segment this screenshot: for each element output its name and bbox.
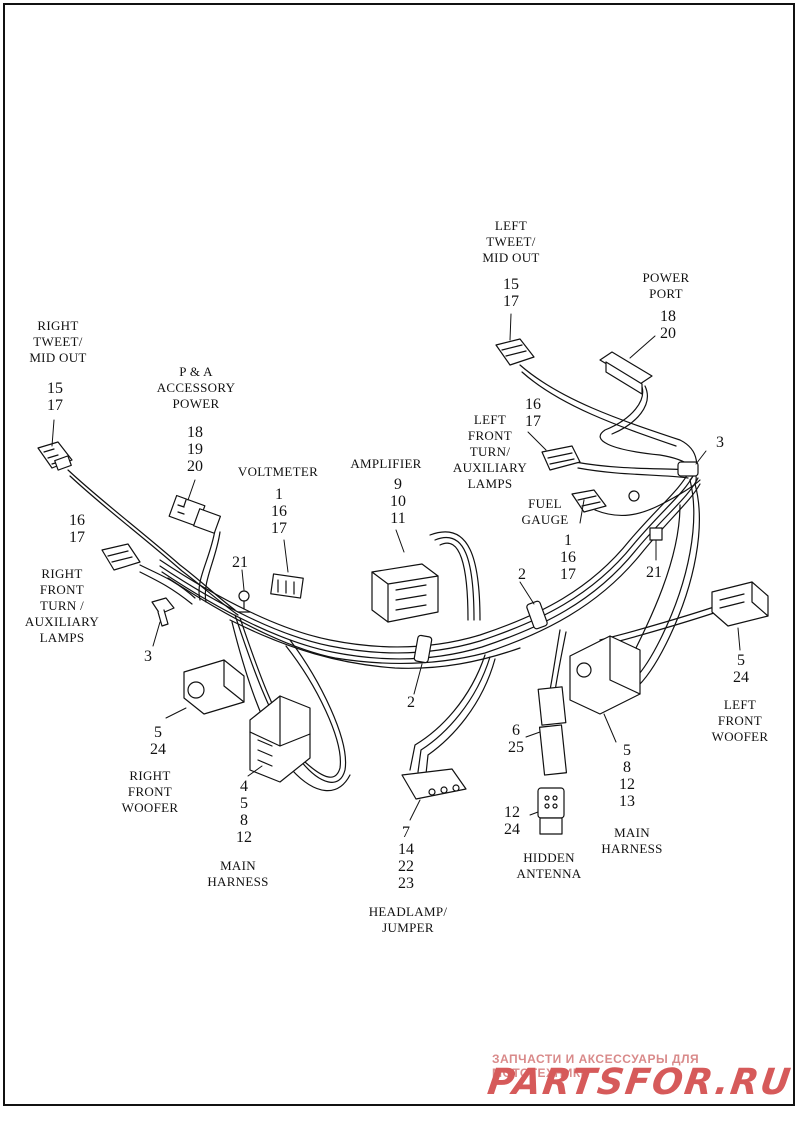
hidden-antenna-connector [537,787,565,835]
amplifier-label: AMPLIFIER [350,456,422,471]
left-front-turn-connector [541,445,581,471]
right-turn-wire [139,564,196,605]
main-harness-trunk [159,469,701,669]
main-harness-right-connector [569,635,641,715]
watermark-logo: PARTSFOR.RU [485,1062,795,1103]
left-clip-3 [151,597,175,627]
amplifier-wire [429,531,481,621]
right-retainer-21 [628,490,663,541]
watermark-tagline: ЗАПЧАСТИ И АКСЕССУАРЫ ДЛЯ МОТОТЕХНИКИ [492,1052,700,1080]
pa-power-connector [168,494,222,534]
amplifier-connector [371,563,439,623]
callout-21-left: 21 [232,554,248,571]
right-tweet-connector [37,441,73,471]
left-woofer-connector [711,581,769,627]
headlamp-connector [401,768,467,800]
left-tweet-connector [495,338,535,366]
callout-3-right: 3 [716,434,724,451]
voltmeter-connector [270,573,304,599]
right-woofer-connector [183,659,245,715]
main-harness-left-connector [249,695,311,783]
leader-lines [51,313,741,821]
center-clip-2b [526,600,548,630]
right-tweet-wire [67,469,239,616]
callout-2-center: 2 [518,566,526,583]
callout-2-bottom: 2 [407,694,415,711]
right-clip-3 [677,461,699,477]
fuel-gauge-connector [571,489,607,513]
center-clip-2a [413,634,433,664]
callout-3-left: 3 [144,648,152,665]
headlamp-wires [409,654,496,775]
drawing-frame [3,3,795,1106]
power-port-connector [599,351,653,395]
pa-power-wire [198,529,221,603]
left-retainer-21 [237,590,251,613]
right-front-turn-connector [101,543,141,571]
callout-21-right: 21 [646,564,662,581]
headlamp-label: HEADLAMP/JUMPER [368,904,448,935]
voltmeter-label: VOLTMETER [237,464,319,479]
antenna-plug-connector [537,686,568,776]
